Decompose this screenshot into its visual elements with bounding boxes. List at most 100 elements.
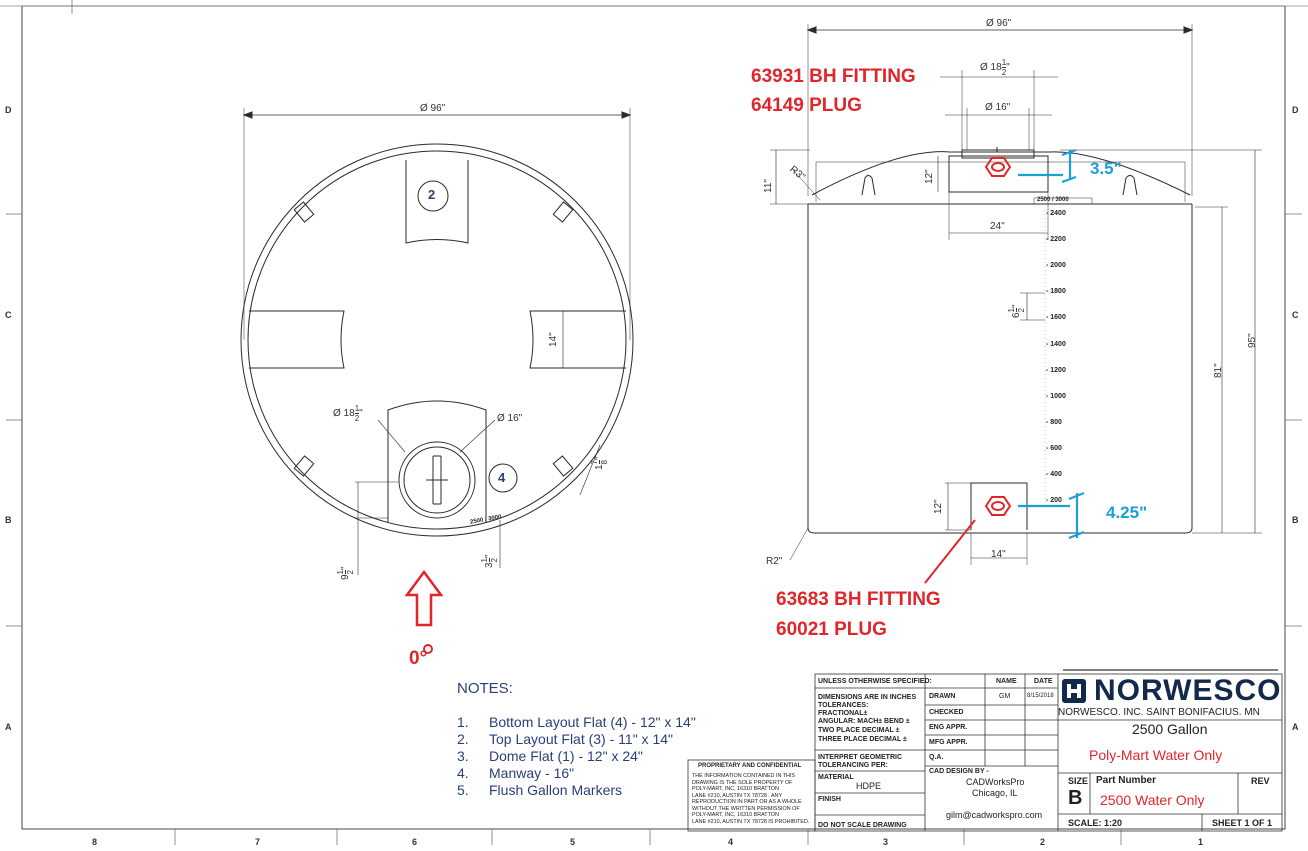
tb-unless: UNLESS OTHERWISE SPECIFIED: [818,678,932,685]
tb-material-label: MATERIAL [818,774,854,781]
body-height-dim: 81" [1213,363,1224,378]
tb-mfg-appr: MFG APPR. [929,739,968,746]
tb-cad-company: CADWorksPro [966,777,1025,787]
tb-interpret: INTERPRET GEOMETRIC [818,754,903,761]
zone-number-8: 8 [92,837,98,847]
top-view-diameter: Ø 96" [420,103,446,114]
bottom-fitting-leader [924,519,976,584]
notes-numbers: 1. 2. 3. 4. 5. [457,714,469,798]
bottom-offset-label: 4.25" [1106,503,1148,522]
tb-title2: Poly-Mart Water Only [1089,747,1223,763]
tb-cad-design-by: CAD DESIGN BY - [929,768,989,775]
tb-two-place: TWO PLACE DECIMAL ± [818,727,900,734]
notes-title: NOTES: [457,680,513,697]
top-fitting-symbol [984,157,1012,177]
zone-number-2: 2 [1040,837,1046,847]
zone-number-7: 7 [255,837,261,847]
zone-number-3: 3 [883,837,889,847]
tb-angular: ANGULAR: MACH± BEND ± [818,718,910,725]
tb-company-line: NORWESCO. INC. SAINT BONIFACIUS. MN [1058,707,1260,718]
gallon-marker: - 1600 [1046,314,1066,322]
zone-letter-a-right: A [1292,722,1299,732]
tb-date-col: DATE [1034,678,1053,685]
note-item: Top Layout Flat (3) - 11" x 14" [489,731,673,747]
top-view-flat-dim: 14" [548,332,559,347]
tb-checked: CHECKED [929,709,964,716]
tb-cad-email: gilm@cadworkspro.com [946,810,1043,820]
bottom-fitting-label: 63683 BH FITTING [776,589,941,610]
tb-three-place: THREE PLACE DECIMAL ± [818,736,907,743]
note-item: Dome Flat (1) - 12" x 24" [489,748,643,764]
tb-proprietary-title: PROPRIETARY AND CONFIDENTIAL [698,763,802,769]
opening-inner-dim: Ø 16" [985,102,1011,113]
tb-part-label: Part Number [1096,775,1157,786]
zone-number-5: 5 [570,837,576,847]
gallon-marker: - 2200 [1046,236,1066,244]
zone-letter-b-right: B [1292,515,1299,525]
notes-list: Bottom Layout Flat (4) - 12" x 14" Top L… [489,714,696,799]
orientation-arrow [404,569,444,627]
gallon-marker: - 1800 [1046,288,1066,296]
orientation-label: 0° [409,648,428,669]
tb-proprietary-text: THE INFORMATION CONTAINED IN THIS DRAWIN… [692,773,810,825]
top-plug-label: 64149 PLUG [751,95,862,116]
tb-tolerances: TOLERANCES: [818,702,869,709]
zone-number-4: 4 [728,837,734,847]
dome-flat-width-dim: 24" [990,221,1005,232]
note-item: Flush Gallon Markers [489,782,623,798]
marker-4: 4 [498,470,506,485]
zone-letter-b-left: B [5,515,12,525]
side-view [770,24,1262,565]
tb-scale: SCALE: 1:20 [1068,818,1123,828]
tb-fractional: FRACTIONAL± [818,710,868,717]
top-offset-label: 3.5" [1090,159,1122,178]
zone-letter-d-right: D [1292,105,1299,115]
zone-letter-a-left: A [5,722,12,732]
side-view-rim-label: 2500 / 3000 [1037,197,1069,203]
bottom-flat-width-dim: 14" [991,549,1006,560]
gallon-marker: - 400 [1046,471,1062,478]
bottom-offset-dim [1018,491,1085,540]
top-fitting-label: 63931 BH FITTING [751,66,916,87]
tb-name-col: NAME [996,678,1017,685]
top-offset-dim [1018,148,1077,184]
zone-ticks [6,0,1302,845]
manway-inner-dim: Ø 16" [497,413,523,424]
tb-dims-in: DIMENSIONS ARE IN INCHES [818,694,917,701]
tb-eng-appr: ENG APPR. [929,724,968,731]
tb-rev-label: REV [1251,776,1270,786]
tb-title1: 2500 Gallon [1132,721,1208,737]
dome-height-dim: 11" [763,179,774,193]
tb-finish-label: FINISH [818,796,841,803]
gallon-marker: - 1000 [1046,392,1066,400]
norwesco-logo-mark [1062,679,1086,703]
zone-number-1: 1 [1198,837,1204,847]
tb-drawn: DRAWN [929,693,956,700]
dome-flat-height-dim: 12" [924,169,935,184]
r-bottom-dim: R2" [766,556,783,567]
zone-number-6: 6 [412,837,418,847]
gallon-marker: - 1200 [1046,366,1066,374]
title-block-grid [687,669,1283,832]
gallon-marker: - 2000 [1046,262,1066,270]
bottom-flat-height-dim: 12" [933,499,944,514]
tb-qa: Q.A. [929,754,944,761]
note-item: Manway - 16" [489,765,575,781]
gallon-marker: - 1400 [1046,340,1066,348]
tb-size: B [1068,787,1083,809]
zone-letter-c-left: C [5,310,12,320]
tb-tolerancing: TOLERANCING PER: [818,762,888,769]
tb-part-number: 2500 Water Only [1100,792,1205,808]
tb-do-not-scale: DO NOT SCALE DRAWING [818,822,907,829]
side-view-diameter: Ø 96" [986,18,1012,29]
norwesco-logo-text: NORWESCO [1094,674,1282,707]
top-view [240,108,634,575]
tb-cad-city: Chicago, IL [972,788,1018,798]
tb-drawn-date: 8/15/2018 [1027,693,1054,699]
bottom-plug-label: 60021 PLUG [776,619,887,640]
gallon-marker: - 600 [1046,444,1062,452]
